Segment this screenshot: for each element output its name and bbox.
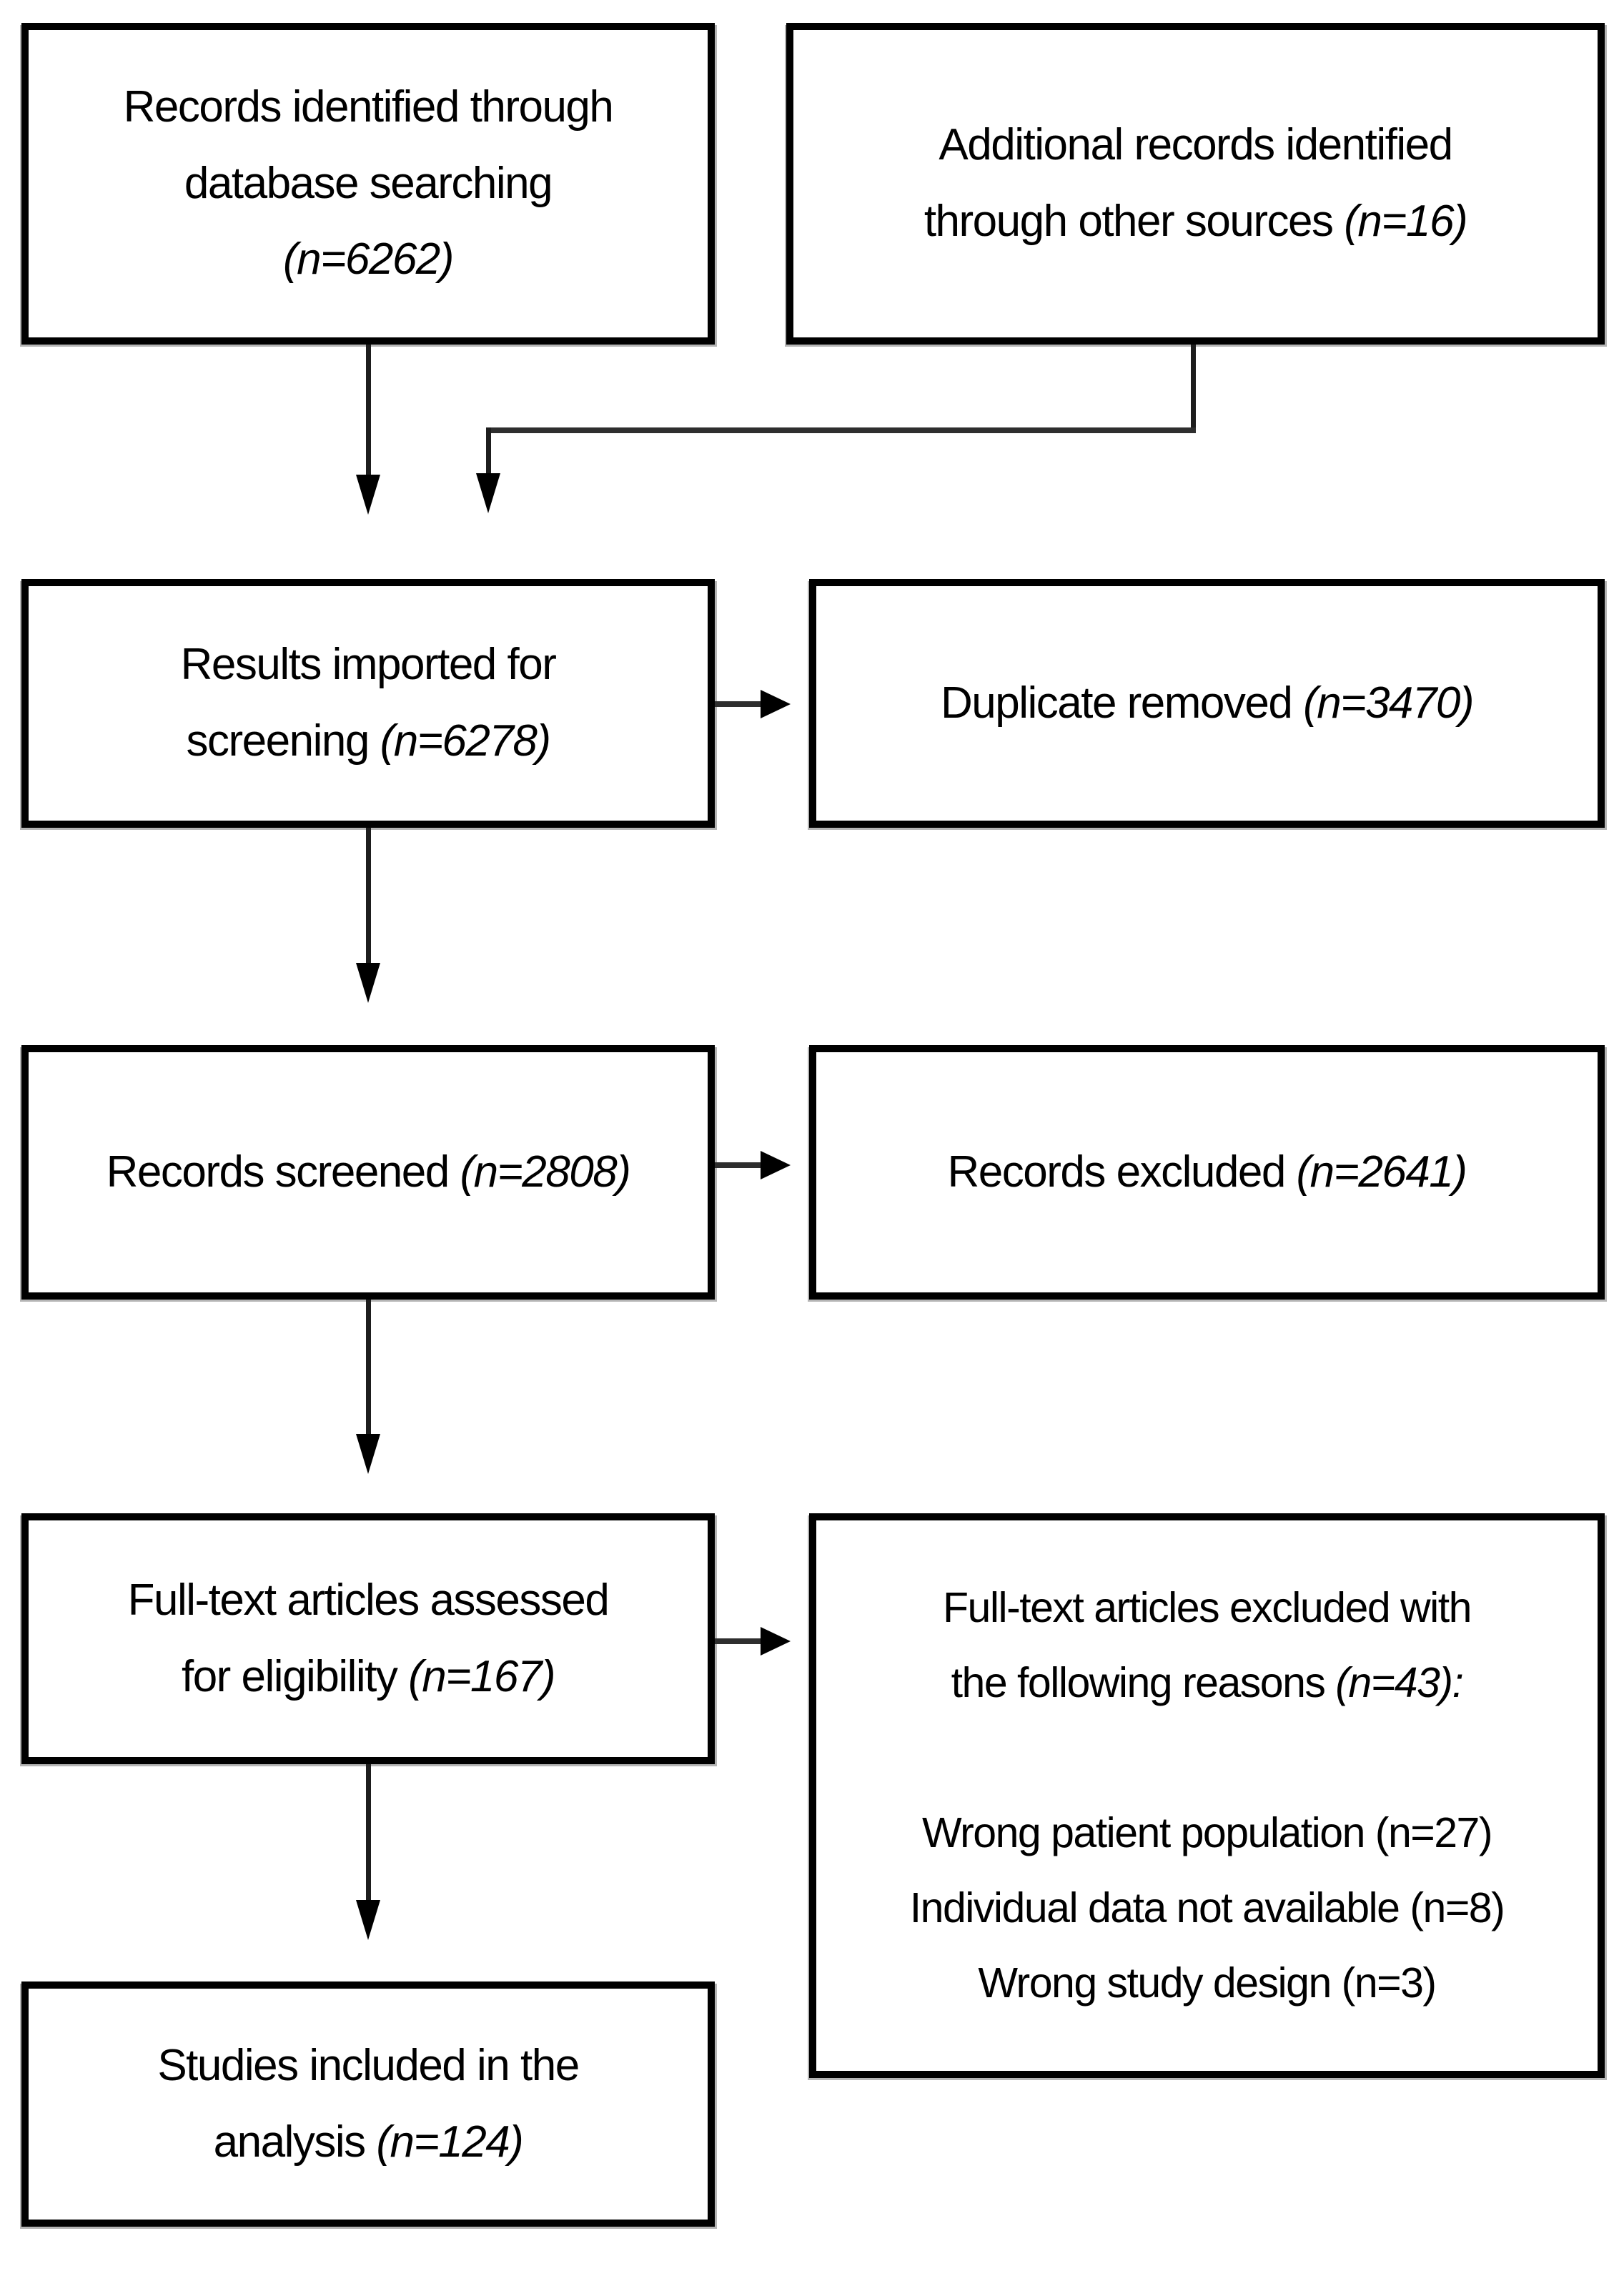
arrow-shaft xyxy=(366,828,371,965)
box-text-line: Individual data not available (n=8) xyxy=(909,1884,1505,1932)
arrow-shaft xyxy=(366,1300,371,1435)
box-text-line: Wrong patient population (n=27) xyxy=(921,1809,1493,1856)
box-records-identified: Records identified through database searc… xyxy=(21,23,715,345)
box-text-line: Records identified through xyxy=(123,82,614,132)
box-text-line: Wrong study design (n=3) xyxy=(978,1959,1437,2007)
arrowhead-down-icon xyxy=(356,963,380,1003)
arrowhead-right-icon xyxy=(761,1151,791,1179)
box-text-line: Studies included in the xyxy=(157,2040,580,2090)
arrow-shaft xyxy=(366,1764,371,1901)
box-studies-included: Studies included in the analysis (n=124) xyxy=(21,1981,715,2227)
box-text-line: Duplicate removed (n=3470) xyxy=(940,678,1475,728)
box-text-line: Additional records identified xyxy=(939,120,1453,170)
box-text-line: Full-text articles assessed xyxy=(127,1575,610,1625)
box-fulltext-excluded: Full-text articles excluded with the foll… xyxy=(809,1513,1605,2078)
box-text-line: analysis (n=124) xyxy=(213,2117,524,2167)
box-additional-records: Additional records identified through oth… xyxy=(786,23,1605,345)
box-text-line: Results imported for xyxy=(180,640,557,690)
arrow-shaft xyxy=(486,427,1196,433)
arrowhead-right-icon xyxy=(761,1627,791,1656)
arrowhead-down-icon xyxy=(356,475,380,515)
box-text-line: for eligibility (n=167) xyxy=(181,1651,556,1701)
arrow-shaft xyxy=(366,345,371,478)
arrowhead-down-icon xyxy=(356,1900,380,1940)
box-text-line xyxy=(1202,1721,1212,1796)
box-text-line: Records excluded (n=2641) xyxy=(947,1147,1467,1197)
arrow-shaft xyxy=(1191,345,1196,433)
box-text-line: database searching xyxy=(184,158,553,208)
box-records-screened: Records screened (n=2808) xyxy=(21,1045,715,1300)
box-text-line: Records screened (n=2808) xyxy=(106,1147,631,1197)
box-records-excluded: Records excluded (n=2641) xyxy=(809,1045,1605,1300)
arrowhead-right-icon xyxy=(761,690,791,718)
box-text-line: (n=6262) xyxy=(283,234,454,285)
arrowhead-down-icon xyxy=(356,1434,380,1474)
arrow-shaft xyxy=(715,701,763,707)
box-text-line: screening (n=6278) xyxy=(186,716,551,766)
arrow-shaft xyxy=(486,427,491,476)
box-duplicate-removed: Duplicate removed (n=3470) xyxy=(809,579,1605,828)
box-fulltext-assessed: Full-text articles assessed for eligibili… xyxy=(21,1513,715,1764)
arrowhead-down-icon xyxy=(476,473,500,513)
box-text-line: through other sources (n=16) xyxy=(924,197,1468,246)
box-text-line: the following reasons (n=43): xyxy=(951,1658,1464,1706)
arrow-shaft xyxy=(715,1638,763,1644)
arrow-shaft xyxy=(715,1162,763,1168)
box-results-imported: Results imported for screening (n=6278) xyxy=(21,579,715,828)
box-text-line: Full-text articles excluded with xyxy=(943,1583,1472,1631)
